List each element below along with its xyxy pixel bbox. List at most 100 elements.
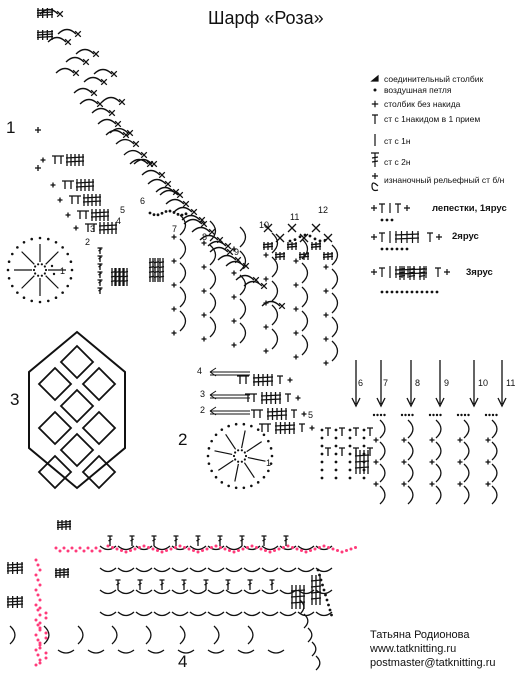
double-crochet-mark	[129, 535, 135, 546]
double-crochet-mark	[269, 579, 275, 590]
cluster-mark	[427, 232, 433, 242]
single-crochet-mark	[293, 258, 299, 264]
chain-arch	[301, 286, 309, 308]
cluster-mark	[435, 267, 441, 277]
mesh-diamond	[59, 388, 95, 424]
single-crochet-mark	[485, 459, 491, 465]
chain-arch	[209, 292, 217, 314]
treble-crochet-mark	[110, 279, 117, 283]
chain-dot	[156, 213, 160, 217]
cluster-mark	[257, 409, 263, 418]
chain-arch	[235, 274, 255, 281]
chain-dot	[390, 247, 394, 251]
chain-dot	[220, 481, 224, 484]
chain-dot	[148, 211, 152, 215]
double-crochet-mark	[97, 247, 103, 254]
chain-dot	[300, 549, 303, 552]
chain-dot	[46, 299, 50, 303]
single-crochet-mark	[182, 200, 190, 208]
treble-crochet-mark	[262, 243, 274, 246]
chain-dot	[36, 623, 40, 627]
chain-arch	[99, 545, 117, 551]
chain-dot	[362, 428, 366, 432]
single-crochet-mark	[401, 459, 407, 465]
chain-dot	[43, 265, 46, 268]
chain-dot	[82, 549, 86, 553]
chain-dot	[38, 621, 42, 625]
single-crochet-mark	[172, 188, 180, 196]
chain-arch	[179, 262, 187, 284]
chain-arch	[77, 625, 84, 645]
treble-crochet-mark	[65, 156, 85, 159]
treble-crochet-mark	[82, 196, 102, 199]
single-crochet-mark	[208, 228, 216, 236]
down-arrow-icon	[469, 360, 479, 408]
single-crochet-mark	[190, 208, 198, 216]
chain-dot	[325, 598, 329, 602]
chain-arch	[271, 304, 279, 326]
treble-crochet-mark	[394, 237, 420, 240]
spoke-line	[241, 430, 246, 449]
single-crochet-mark	[371, 205, 377, 211]
treble-crochet-mark	[36, 11, 54, 14]
chain-dot	[273, 549, 276, 552]
d1-row-label-5: 5	[120, 205, 125, 215]
chain-arch	[99, 567, 117, 573]
d1-row-label-9: 9	[234, 247, 239, 257]
treble-crochet-mark	[114, 270, 121, 274]
chain-dot	[44, 631, 48, 635]
chain-dot	[34, 618, 38, 622]
chain-dot	[16, 246, 19, 249]
chain-dot	[318, 239, 322, 243]
treble-crochet-mark	[75, 185, 95, 188]
chain-dot	[207, 447, 211, 450]
single-crochet-mark	[401, 481, 407, 487]
chain-dot	[7, 260, 11, 264]
chain-arch	[243, 280, 263, 287]
chain-dot	[174, 546, 177, 549]
diagram-2-rose-motif	[206, 422, 274, 490]
chain-dot	[282, 546, 285, 549]
chain-arch	[207, 649, 225, 654]
chain-dot	[319, 578, 323, 582]
chain-dot	[210, 469, 213, 473]
legend-label-single-crochet: столбик без накида	[384, 99, 461, 109]
single-crochet-mark	[56, 10, 64, 18]
chain-arch	[155, 186, 175, 193]
spoke-line	[217, 459, 234, 471]
single-crochet-mark	[171, 306, 177, 312]
chain-dot	[34, 663, 38, 667]
single-crochet-mark	[263, 324, 269, 330]
chain-arch	[135, 567, 153, 573]
chain-dot	[348, 468, 352, 472]
treble-crochet-mark	[398, 274, 406, 278]
diagram-4-pink-chain	[34, 544, 357, 667]
chain-arch	[141, 169, 161, 176]
chain-dot	[70, 546, 74, 550]
single-crochet-mark	[309, 425, 315, 431]
chain-arch	[173, 206, 193, 213]
d2-arrow-label-4: 4	[197, 366, 202, 376]
treble-crochet-mark	[408, 274, 416, 278]
chain-dot	[142, 544, 146, 548]
treble-crochet-mark	[354, 460, 370, 463]
cluster-mark	[91, 223, 97, 232]
chain-arch	[165, 198, 185, 205]
legend-icons	[370, 74, 450, 294]
chain-dot	[184, 212, 188, 216]
chain-dot	[243, 451, 246, 454]
chain-dot	[246, 546, 249, 549]
treble-crochet-mark	[274, 253, 286, 256]
chain-dot	[432, 413, 435, 417]
chain-dot	[250, 484, 253, 488]
chain-dot	[241, 547, 245, 551]
single-crochet-mark	[323, 264, 329, 270]
treble-crochet-mark	[274, 428, 296, 431]
chain-arch	[105, 129, 125, 136]
spoke-line	[246, 441, 263, 453]
cluster-mark	[395, 203, 401, 213]
chain-arch	[315, 655, 321, 671]
chain-dot	[320, 468, 324, 472]
chain-arch	[261, 589, 279, 595]
chain-dot	[228, 549, 231, 552]
